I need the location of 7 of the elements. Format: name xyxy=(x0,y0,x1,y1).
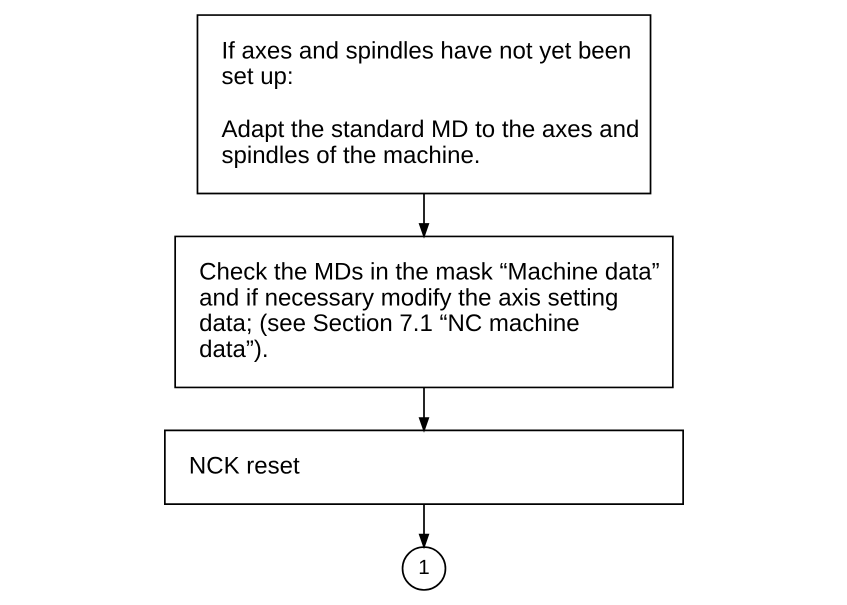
arrow xyxy=(418,194,429,239)
node-box: NCK reset xyxy=(164,430,684,505)
arrow xyxy=(418,504,429,550)
node-box: Check the MDs in the mask “Machine data” and if necessary modify the axis setting data; (see Section 7.1 “NC machine data”). xyxy=(174,236,674,388)
node-circle: 1 xyxy=(401,546,446,591)
node-box: If axes and spindles have not yet been set up: Adapt the standard MD to the axes and spindles of the machine. xyxy=(196,14,651,194)
arrow xyxy=(418,388,429,433)
